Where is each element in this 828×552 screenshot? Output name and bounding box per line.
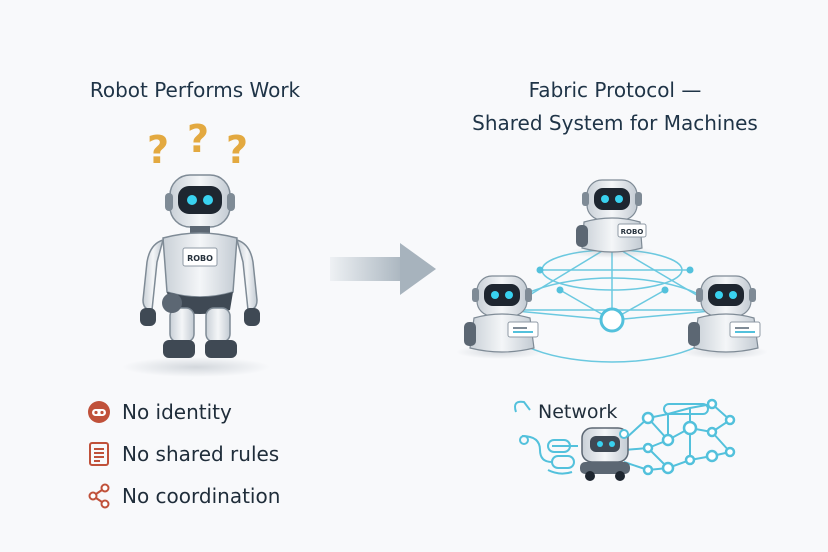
- robot-eye-icon: [615, 195, 623, 203]
- question-mark-icon: ?: [226, 128, 248, 172]
- robot-eye-icon: [203, 195, 213, 205]
- question-mark-icon: ?: [187, 117, 209, 161]
- network-robot-top: ROBO: [568, 179, 656, 258]
- robot-eye-icon: [491, 291, 499, 299]
- robot-eye-icon: [187, 195, 197, 205]
- robot-eye-icon: [601, 195, 609, 203]
- robot-badge: ROBO: [187, 254, 213, 263]
- right-title-line-1: Fabric Protocol —: [528, 78, 702, 102]
- robot-eye-icon: [729, 291, 737, 299]
- network-robot-left: [456, 275, 544, 359]
- feature-label: No coordination: [122, 484, 281, 508]
- robot-face-icon: [88, 401, 110, 423]
- left-panel-title: Robot Performs Work: [89, 78, 301, 102]
- top-robot-badge: ROBO: [621, 228, 644, 236]
- standalone-robot: ROBO: [122, 174, 270, 377]
- feature-label: No shared rules: [122, 442, 280, 466]
- robot-eye-icon: [505, 291, 513, 299]
- robot-eye-icon: [715, 291, 723, 299]
- network-graph-nodes: [641, 398, 736, 476]
- network-graph-icon: [514, 400, 732, 475]
- robot-eye-icon: [597, 441, 603, 447]
- question-mark-icon: ?: [147, 128, 169, 172]
- robot-eye-icon: [609, 441, 615, 447]
- network-robot-right: [680, 275, 768, 359]
- document-icon: [89, 442, 109, 466]
- share-nodes-icon: [88, 483, 110, 509]
- small-network-robot: [580, 427, 630, 481]
- right-title-line-2: Shared System for Machines: [472, 111, 758, 135]
- feature-no-coordination: No coordination: [86, 483, 280, 509]
- right-panel-title: Fabric Protocol — Shared System for Mach…: [450, 74, 780, 140]
- feature-no-shared-rules: No shared rules: [86, 441, 279, 467]
- feature-label: No identity: [122, 400, 232, 424]
- network-mesh: [501, 244, 723, 363]
- transition-arrow-icon: [330, 243, 436, 295]
- network-label: Network: [538, 401, 618, 423]
- question-marks: ? ? ?: [147, 117, 248, 172]
- feature-no-identity: No identity: [86, 399, 232, 425]
